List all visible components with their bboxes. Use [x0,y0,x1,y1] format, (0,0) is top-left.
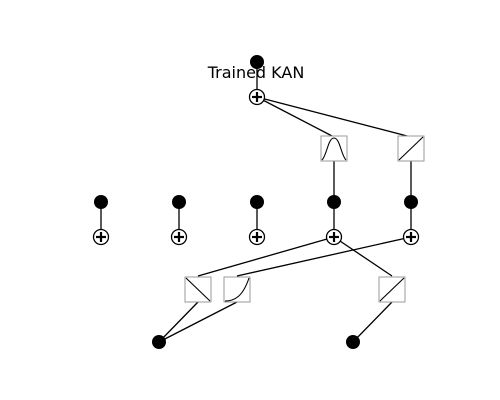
hidden-node-3 [250,195,264,209]
activation-linear-h5 [397,135,425,162]
hidden-node-2 [172,195,186,209]
edge-sum-5-to-activation-b [236,236,412,277]
sum-symbol-hidden-4 [325,228,343,246]
hidden-node-4 [327,195,341,209]
edge-activation-c-to-input-2 [352,301,393,343]
edge-sum-to-activation-h5 [256,96,412,138]
edge-sum-to-activation-h4 [256,96,335,138]
diagram-title: Trained KAN [207,63,305,82]
activation-convex-b [223,276,251,303]
sum-symbol-hidden-5 [402,228,420,246]
edge-sum-4-to-activation-c [333,236,393,277]
sum-symbol-hidden-3 [248,228,266,246]
sum-symbols [92,88,420,246]
sum-symbol-hidden-2 [170,228,188,246]
hidden-node-1 [94,195,108,209]
input-node-2 [346,335,360,349]
edge-sum-4-to-activation-a [197,236,335,277]
edges [100,62,412,343]
edge-activation-b-to-input-1 [158,301,238,343]
edge-activation-a-to-input-1 [158,301,199,343]
sum-symbol-output [248,88,266,106]
input-node-1 [152,335,166,349]
activation-linear-decreasing-a [184,276,212,303]
activation-linear-c [378,276,406,303]
nodes [94,55,418,349]
output-node [250,55,264,69]
activation-boxes [184,135,425,303]
activation-bump-h4 [320,135,348,162]
sum-symbol-hidden-1 [92,228,110,246]
hidden-node-5 [404,195,418,209]
